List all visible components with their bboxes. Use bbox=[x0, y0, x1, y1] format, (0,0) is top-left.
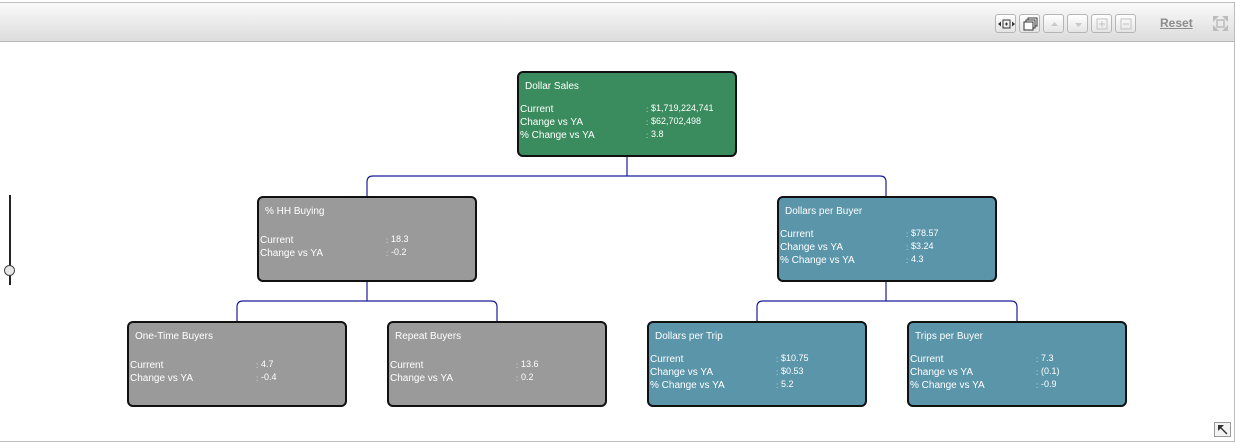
node-row-pct-change: % Change vs YA: 5.2 bbox=[650, 379, 794, 391]
row-label: Current bbox=[390, 360, 424, 371]
row-label: % Change vs YA bbox=[780, 255, 855, 266]
node-row-current: Current: 13.6 bbox=[390, 359, 539, 371]
move-up-button[interactable] bbox=[1043, 14, 1064, 33]
node-repeat-buyers[interactable]: Repeat Buyers Current: 13.6 Change vs YA… bbox=[387, 321, 607, 407]
node-title: Trips per Buyer bbox=[915, 331, 983, 342]
node-dollars-per-trip[interactable]: Dollars per Trip Current: $10.75 Change … bbox=[647, 321, 867, 407]
node-one-time-buyers[interactable]: One-Time Buyers Current: 4.7 Change vs Y… bbox=[127, 321, 347, 407]
row-value: 18.3 bbox=[391, 234, 409, 244]
row-label: Current bbox=[910, 354, 944, 365]
expand-all-icon bbox=[1096, 18, 1108, 30]
fit-to-screen-icon[interactable] bbox=[1212, 15, 1229, 32]
row-label: % Change vs YA bbox=[650, 380, 725, 391]
node-title: One-Time Buyers bbox=[135, 331, 213, 342]
node-row-change: Change vs YA: -0.4 bbox=[130, 372, 277, 384]
row-value: $0.53 bbox=[781, 366, 804, 376]
connector-level1 bbox=[366, 175, 887, 198]
row-value: $1,719,224,741 bbox=[651, 103, 714, 113]
node-trips-per-buyer[interactable]: Trips per Buyer Current: 7.3 Change vs Y… bbox=[907, 321, 1127, 407]
row-label: Change vs YA bbox=[910, 367, 974, 378]
row-label: Change vs YA bbox=[650, 367, 714, 378]
row-label: Change vs YA bbox=[130, 373, 194, 384]
node-dollars-per-buyer[interactable]: Dollars per Buyer Current: $78.57 Change… bbox=[777, 196, 997, 282]
node-row-current: Current: $1,719,224,741 bbox=[520, 103, 714, 115]
node-row-change: Change vs YA: 0.2 bbox=[390, 372, 534, 384]
expand-horizontal-button[interactable] bbox=[995, 14, 1016, 33]
node-title: Repeat Buyers bbox=[395, 331, 462, 342]
node-row-pct-change: % Change vs YA: -0.9 bbox=[910, 379, 1057, 391]
row-label: Change vs YA bbox=[780, 242, 844, 253]
node-row-current: Current: 18.3 bbox=[260, 234, 409, 246]
collapse-all-icon bbox=[1120, 18, 1132, 30]
node-hh-buying[interactable]: % HH Buying Current: 18.3 Change vs YA: … bbox=[257, 196, 477, 282]
node-row-current: Current: 4.7 bbox=[130, 359, 274, 371]
cascade-windows-icon bbox=[1023, 17, 1038, 31]
row-value: 7.3 bbox=[1041, 353, 1054, 363]
row-value: 4.3 bbox=[911, 254, 924, 264]
node-title: Dollar Sales bbox=[525, 81, 579, 92]
row-label: % Change vs YA bbox=[520, 130, 595, 141]
row-label: Current bbox=[130, 360, 164, 371]
row-value: $78.57 bbox=[911, 228, 939, 238]
node-row-pct-change: % Change vs YA: 3.8 bbox=[520, 129, 664, 141]
row-label: Current bbox=[260, 235, 294, 246]
move-down-icon bbox=[1075, 23, 1082, 27]
node-row-change: Change vs YA: -0.2 bbox=[260, 247, 407, 259]
cascade-windows-button[interactable] bbox=[1019, 14, 1040, 33]
row-label: % Change vs YA bbox=[910, 380, 985, 391]
connector-dpb-children bbox=[756, 300, 1018, 322]
row-label: Current bbox=[520, 104, 554, 115]
zoom-slider-track[interactable] bbox=[9, 195, 11, 285]
expand-horizontal-icon bbox=[998, 19, 1015, 29]
reset-link[interactable]: Reset bbox=[1160, 16, 1193, 30]
row-value: -0.9 bbox=[1041, 379, 1057, 389]
move-down-button[interactable] bbox=[1067, 14, 1088, 33]
move-up-icon bbox=[1051, 22, 1058, 26]
row-value: $3.24 bbox=[911, 241, 934, 251]
row-label: Change vs YA bbox=[520, 117, 584, 128]
connector-hh-children bbox=[236, 300, 498, 322]
node-title: % HH Buying bbox=[265, 206, 325, 217]
node-row-pct-change: % Change vs YA: 4.3 bbox=[780, 254, 924, 266]
row-label: Current bbox=[650, 354, 684, 365]
expand-corner-button[interactable] bbox=[1214, 422, 1231, 437]
collapse-all-button[interactable] bbox=[1115, 14, 1136, 33]
node-title: Dollars per Trip bbox=[655, 331, 723, 342]
node-dollar-sales[interactable]: Dollar Sales Current: $1,719,224,741 Cha… bbox=[517, 71, 737, 157]
row-value: (0.1) bbox=[1041, 366, 1060, 376]
node-row-change: Change vs YA: $62,702,498 bbox=[520, 116, 702, 128]
row-value: 5.2 bbox=[781, 379, 794, 389]
node-row-change: Change vs YA: $0.53 bbox=[650, 366, 804, 378]
row-value: $62,702,498 bbox=[651, 116, 702, 126]
expand-all-button[interactable] bbox=[1091, 14, 1112, 33]
row-label: Current bbox=[780, 229, 814, 240]
arrow-up-left-icon bbox=[1218, 425, 1228, 435]
row-label: Change vs YA bbox=[390, 373, 454, 384]
node-row-current: Current: $78.57 bbox=[780, 228, 939, 240]
zoom-slider-handle[interactable] bbox=[4, 265, 15, 276]
row-label: Change vs YA bbox=[260, 248, 324, 259]
node-row-current: Current: 7.3 bbox=[910, 353, 1054, 365]
node-row-change: Change vs YA: $3.24 bbox=[780, 241, 934, 253]
toolbar: Reset bbox=[0, 3, 1234, 42]
node-title: Dollars per Buyer bbox=[785, 206, 863, 217]
node-row-change: Change vs YA: (0.1) bbox=[910, 366, 1060, 378]
row-value: 4.7 bbox=[261, 359, 274, 369]
node-row-current: Current: $10.75 bbox=[650, 353, 809, 365]
row-value: -0.2 bbox=[391, 247, 407, 257]
row-value: $10.75 bbox=[781, 353, 809, 363]
row-value: -0.4 bbox=[261, 372, 277, 382]
row-value: 0.2 bbox=[521, 372, 534, 382]
row-value: 13.6 bbox=[521, 359, 539, 369]
row-value: 3.8 bbox=[651, 129, 664, 139]
